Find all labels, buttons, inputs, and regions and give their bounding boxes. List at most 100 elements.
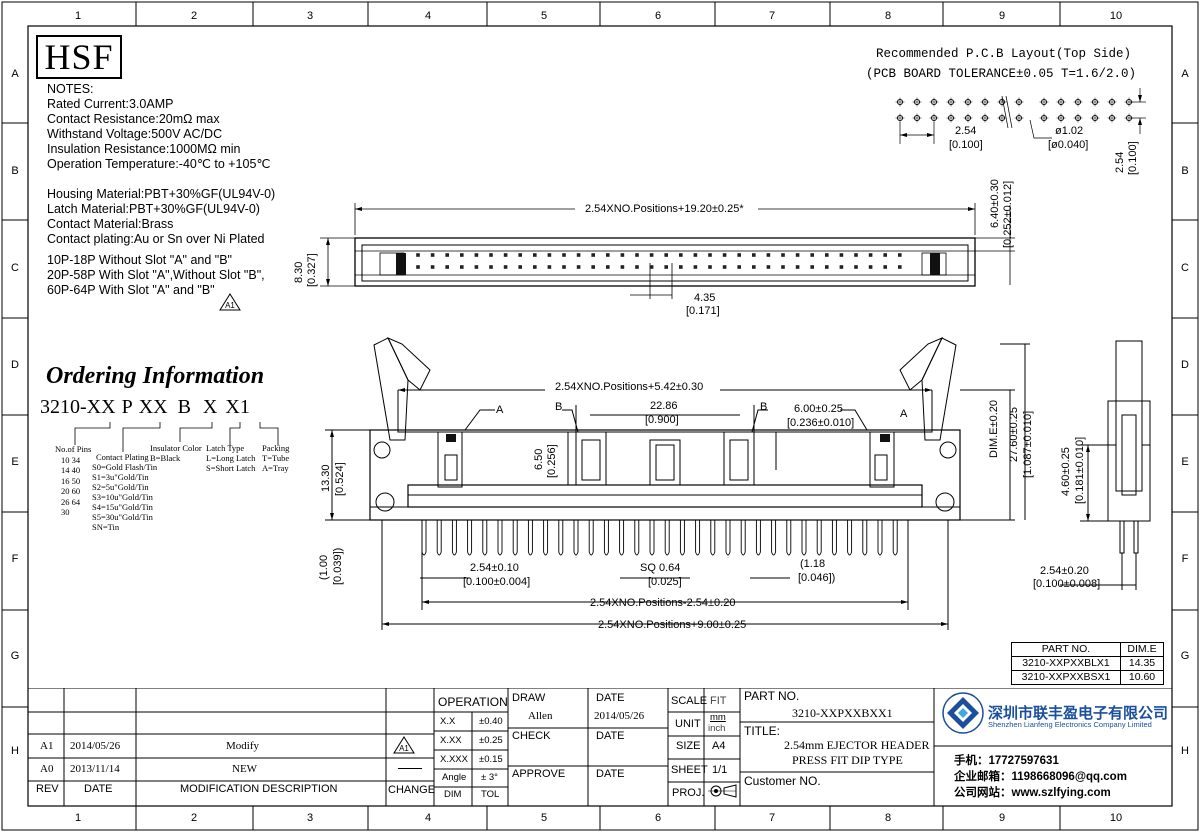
pins-list: No.of Pins 10 34 14 40 16 50 20 60 26 64… — [55, 444, 91, 518]
top-pin — [664, 265, 668, 269]
top-pin — [898, 253, 902, 257]
pin-width-inch: [0.046]) — [798, 572, 836, 584]
code-series: 3210- — [40, 396, 87, 418]
front-inner-dim: 2.54XNO.Positions+5.42±0.30 — [555, 381, 704, 393]
row-label: C — [11, 262, 19, 274]
column-label: 7 — [768, 10, 776, 22]
top-pin — [445, 265, 449, 269]
unit-inch: inch — [708, 723, 726, 734]
top-pin — [839, 265, 844, 269]
front-pin — [527, 520, 533, 556]
pcb-row-pitch-inch: [0.100] — [1127, 141, 1139, 175]
top-pin — [679, 265, 683, 269]
row-label: A — [11, 68, 19, 80]
body-height-inch: [0.524] — [334, 462, 346, 496]
draw-date-label: DATE — [596, 692, 625, 704]
dim-table-cell: 3210-XXPXXBLX1 — [1011, 656, 1121, 671]
top-pin — [533, 265, 537, 269]
top-pin — [781, 253, 785, 257]
pcb-pitch: 2.54 — [955, 125, 977, 137]
slot-b-label-right: B — [760, 401, 768, 413]
top-pin — [854, 253, 858, 257]
revision-mark: A1 — [225, 301, 235, 310]
front-pin — [421, 520, 427, 556]
pins-item: 30 — [61, 507, 70, 517]
front-pin — [831, 520, 837, 556]
dim-table-header: DIM.E — [1120, 642, 1164, 657]
pins-title: No.of Pins — [55, 444, 92, 454]
top-view-drawing — [320, 203, 1015, 299]
front-pin — [771, 520, 777, 556]
top-pin — [606, 265, 610, 269]
column-label: 8 — [884, 10, 892, 22]
pin-sq-dim: SQ 0.64 — [640, 562, 681, 574]
side-view-drawing — [1060, 340, 1151, 590]
column-label: 1 — [74, 812, 82, 824]
top-pin — [693, 253, 698, 257]
rev-row-rev: A1 — [40, 740, 54, 752]
code-color: B — [177, 396, 191, 418]
note-line: Housing Material:PBT+30%GF(UL94V-0) — [47, 187, 276, 201]
top-pin — [576, 265, 581, 269]
top-pin — [649, 265, 654, 269]
notes-title: NOTES: — [47, 82, 94, 96]
plating-item: S0=Gold Flash/Tin — [92, 462, 158, 472]
front-pin — [497, 520, 503, 556]
front-pin — [847, 520, 853, 556]
approve-date-label: DATE — [596, 768, 625, 780]
pcb-subtitle: (PCB BOARD TOLERANCE±0.05 T=1.6/2.0) — [866, 67, 1137, 81]
rev-header-desc: MODIFICATION DESCRIPTION — [180, 783, 338, 795]
column-label: 4 — [424, 10, 432, 22]
rev-header-date: DATE — [84, 783, 113, 795]
company-web: 公司网站：www.szlfying.com — [954, 787, 1111, 799]
top-pin — [489, 253, 493, 257]
note-line: 20P-58P With Slot "A",Without Slot "B", — [47, 268, 265, 282]
change-mark: A1 — [399, 744, 409, 753]
latch-item: S=Short Latch — [206, 463, 256, 473]
tol-label: TOL — [481, 789, 500, 800]
column-label: 2 — [190, 10, 198, 22]
top-pin — [547, 253, 552, 257]
front-pin — [436, 520, 442, 556]
dim-table-cell: 14.35 — [1120, 656, 1164, 671]
top-pin — [752, 253, 756, 257]
tol-dim: Angle — [442, 772, 467, 783]
top-pin — [489, 265, 493, 269]
note-line: Withstand Voltage:500V AC/DC — [47, 127, 223, 141]
scale-label: SCALE — [671, 695, 708, 707]
code-p: P — [121, 396, 133, 418]
note-line: Latch Material:PBT+30%GF(UL94V-0) — [47, 202, 260, 216]
top-height-dim: 8.30 — [293, 261, 305, 283]
ordering-title: Ordering Information — [46, 363, 265, 389]
column-label: 10 — [1109, 10, 1123, 22]
top-pin — [883, 253, 887, 257]
top-pin — [562, 253, 566, 257]
title-label: TITLE: — [744, 724, 781, 738]
packing-title: Packing — [262, 443, 290, 453]
packing-list: Packing T=Tube A=Tray — [262, 443, 289, 473]
hsf-logo: HSF — [36, 35, 122, 79]
plating-item: S2=5u"Gold/Tin — [92, 482, 149, 492]
front-pin — [892, 520, 898, 556]
top-pin — [737, 265, 741, 269]
row-length-dim: 2.54XNO.Positions-2.54±0.20 — [590, 597, 736, 609]
top-pin — [620, 265, 625, 269]
top-pin — [635, 253, 639, 257]
slot-b-inch: [0.236±0.010] — [787, 417, 855, 429]
rev-header-rev: REV — [36, 783, 59, 795]
top-pin — [781, 265, 785, 269]
unit-label: UNIT — [675, 718, 701, 730]
front-pin — [862, 520, 868, 556]
overall-length-dim: 2.54XNO.Positions+9.00±0.25 — [598, 619, 747, 631]
row-label: H — [11, 745, 19, 757]
front-pin — [801, 520, 807, 556]
approve-label: APPROVE — [512, 768, 566, 780]
row-label: E — [11, 456, 19, 468]
column-label: 3 — [306, 10, 314, 22]
change-dash — [398, 768, 422, 769]
unit-mm: mm — [710, 712, 726, 723]
column-label: 6 — [654, 10, 662, 22]
top-pin — [737, 253, 741, 257]
top-pin — [708, 265, 712, 269]
column-label: 4 — [424, 812, 432, 824]
